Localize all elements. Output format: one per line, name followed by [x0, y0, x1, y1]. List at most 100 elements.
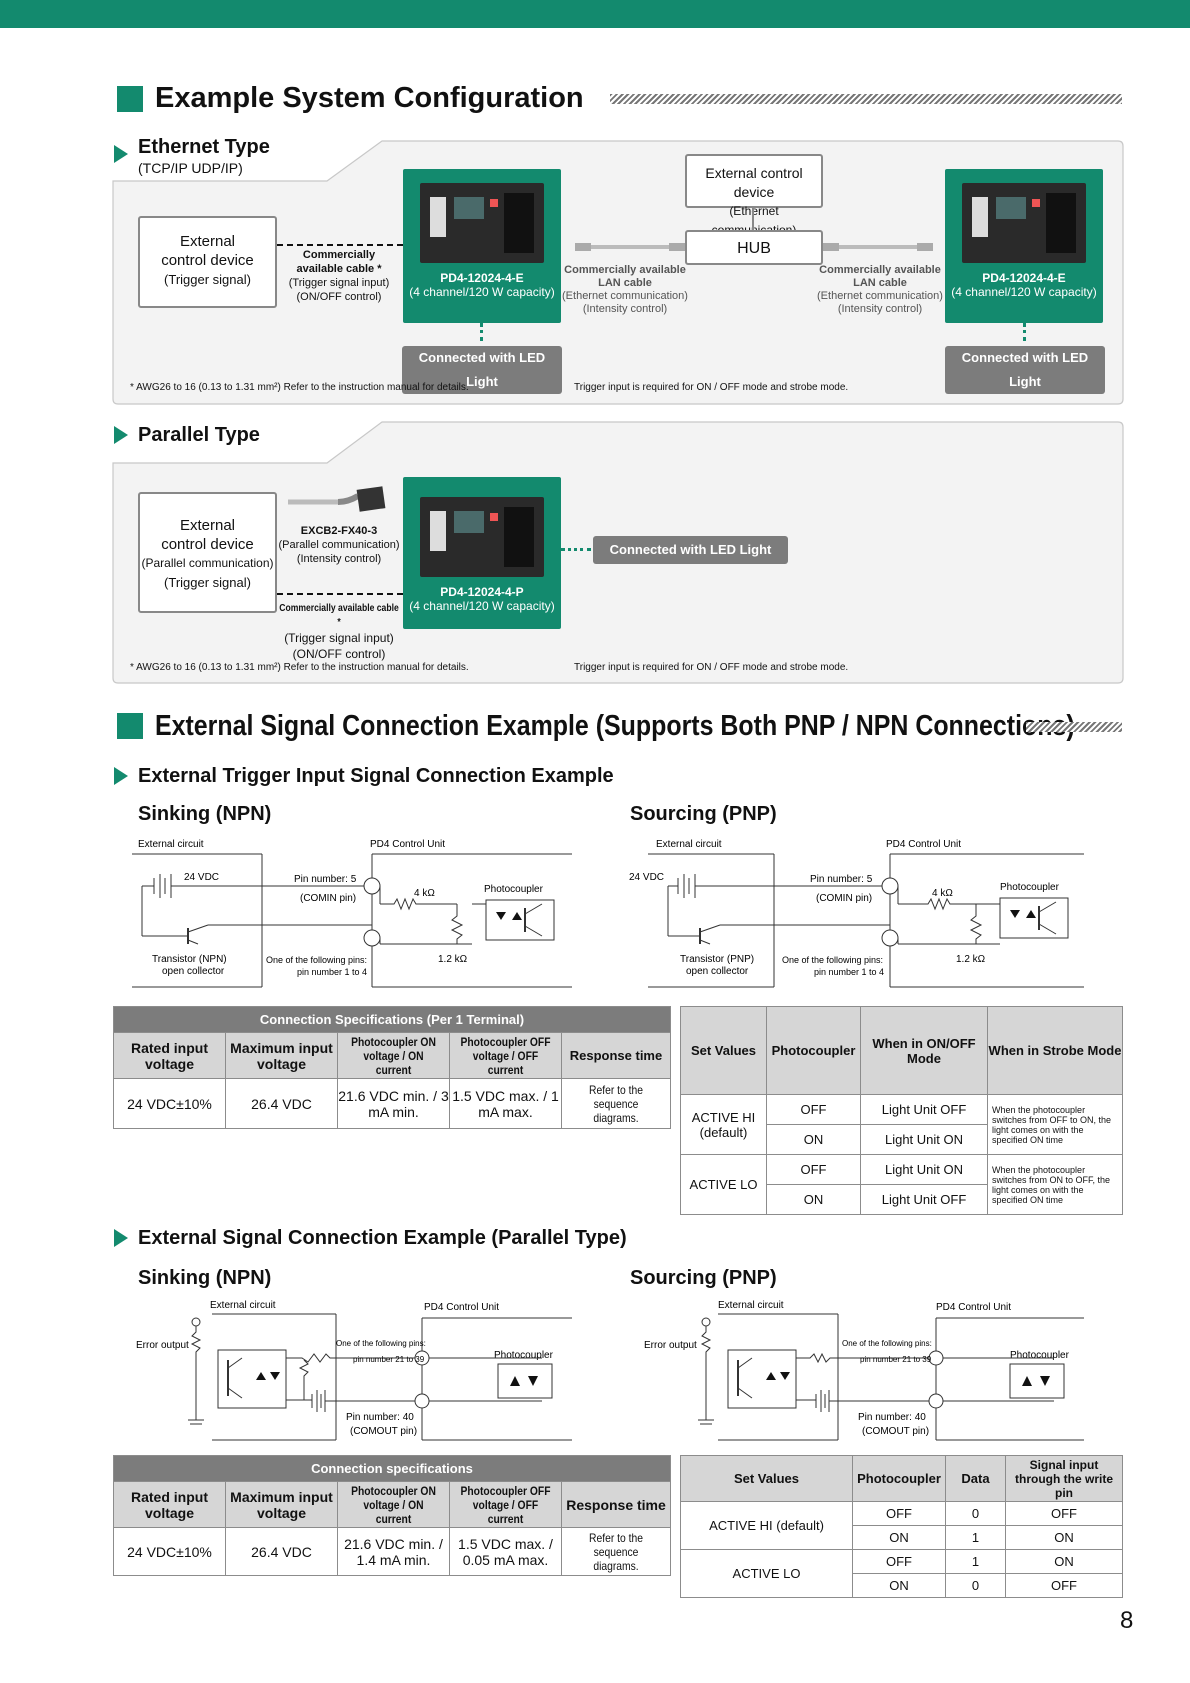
table-header: Photocoupler ON voltage / ON current	[337, 1032, 450, 1079]
table-cell: ON	[1005, 1549, 1123, 1574]
svg-text:Transistor (PNP): Transistor (PNP)	[680, 954, 754, 965]
svg-text:External circuit: External circuit	[718, 1300, 784, 1311]
table-cell: ACTIVE LO	[680, 1154, 767, 1215]
svg-text:One of the following pins:: One of the following pins:	[782, 955, 883, 965]
table-cell: 21.6 VDC min. / 3 mA min.	[337, 1078, 450, 1129]
section-title-signal: External Signal Connection Example (Supp…	[155, 710, 1075, 742]
table-cell: 1.5 VDC max. / 1 mA max.	[449, 1078, 562, 1129]
led-connector-parallel	[561, 548, 591, 551]
table-caption: Connection specifications	[113, 1455, 671, 1482]
parallel-cable-label: EXCB2-FX40-3 (Parallel communication) (I…	[278, 525, 400, 565]
controller-image	[420, 497, 544, 577]
svg-text:External circuit: External circuit	[138, 839, 204, 850]
svg-text:Pin number: 40: Pin number: 40	[346, 1412, 414, 1423]
ethernet-title: Ethernet Type	[138, 136, 270, 158]
led-label-left: Connected with LED Light	[402, 346, 562, 394]
npn-trigger-circuit: External circuit PD4 Control Unit 24 VDC…	[132, 839, 572, 988]
svg-text:(COMOUT pin): (COMOUT pin)	[862, 1426, 929, 1437]
table-cell: OFF	[766, 1154, 861, 1185]
table-header: Response time	[561, 1032, 671, 1079]
ethernet-panel	[112, 140, 1124, 405]
trigger-title: External Trigger Input Signal Connection…	[138, 765, 614, 787]
table-cell: ON	[1005, 1525, 1123, 1550]
pnp-parallel-circuit: External circuit PD4 Control Unit Error …	[644, 1300, 1084, 1441]
sourcing-pnp-title: Sourcing (PNP)	[630, 803, 777, 825]
parallel-set-values-table: Set Values Photocoupler Data Signal inpu…	[680, 1455, 1123, 1598]
table-cell: ON	[852, 1525, 946, 1550]
table-cell: ACTIVE HI (default)	[680, 1094, 767, 1155]
parallel-spec-table: Connection specifications Rated input vo…	[113, 1455, 671, 1576]
trigger-set-values-table: Set Values Photocoupler When in ON/OFF M…	[680, 1006, 1123, 1215]
table-cell: 26.4 VDC	[225, 1078, 338, 1129]
sinking-npn-title: Sinking (NPN)	[138, 803, 272, 825]
table-cell: When the photocoupler switches from OFF …	[987, 1094, 1123, 1155]
svg-text:PD4 Control Unit: PD4 Control Unit	[370, 839, 445, 850]
controller-image	[420, 183, 544, 263]
hub-box: HUB	[685, 230, 823, 265]
lan-cable-right-icon	[823, 243, 933, 251]
table-cell: 26.4 VDC	[225, 1527, 338, 1576]
table-cell: 1	[945, 1549, 1006, 1574]
table-header: When in ON/OFF Mode	[860, 1006, 988, 1095]
section-hatch	[1026, 722, 1122, 732]
table-cell: ACTIVE HI (default)	[680, 1501, 853, 1550]
svg-text:(COMIN pin): (COMIN pin)	[300, 893, 356, 904]
table-cell: OFF	[852, 1549, 946, 1574]
top-accent-bar	[0, 0, 1190, 28]
svg-text:One of the following pins:: One of the following pins:	[266, 955, 367, 965]
svg-text:1.2 kΩ: 1.2 kΩ	[438, 954, 468, 965]
table-cell: Refer to the sequence diagrams.	[561, 1078, 671, 1129]
table-cell: Refer to the sequence diagrams.	[561, 1527, 671, 1576]
parallel-signal-title: External Signal Connection Example (Para…	[138, 1227, 627, 1249]
svg-text:Transistor (NPN): Transistor (NPN)	[152, 954, 227, 965]
table-header: Data	[945, 1455, 1006, 1502]
ethernet-subtitle: (TCP/IP UDP/IP)	[138, 160, 243, 176]
npn-parallel-circuit: External circuit PD4 Control Unit Error …	[136, 1300, 572, 1441]
svg-text:Photocoupler: Photocoupler	[484, 884, 544, 895]
table-header: Maximum input voltage	[225, 1032, 338, 1079]
table-cell: Light Unit OFF	[860, 1184, 988, 1215]
svg-text:PD4 Control Unit: PD4 Control Unit	[936, 1302, 1011, 1313]
svg-text:pin number 21 to 39: pin number 21 to 39	[353, 1355, 425, 1364]
table-cell: ON	[852, 1573, 946, 1598]
table-cell: Light Unit OFF	[860, 1094, 988, 1125]
table-cell: 1.5 VDC max. / 0.05 mA max.	[449, 1527, 562, 1576]
pd4-unit-right: PD4-12024-4-E (4 channel/120 W capacity)	[945, 169, 1103, 323]
svg-text:External circuit: External circuit	[656, 839, 722, 850]
table-header: Photocoupler	[852, 1455, 946, 1502]
svg-text:Pin number: 5: Pin number: 5	[294, 874, 357, 885]
svg-text:open collector: open collector	[686, 966, 749, 977]
parallel-trigger-note: Trigger input is required for ON / OFF m…	[574, 662, 849, 673]
svg-text:Photocoupler: Photocoupler	[494, 1350, 554, 1361]
parallel-trigger-cable-label: Commercially available cable * (Trigger …	[279, 603, 399, 661]
led-label-right: Connected with LED Light	[945, 346, 1105, 394]
table-cell: ON	[766, 1124, 861, 1155]
trigger-cable-line	[277, 244, 403, 246]
ethernet-footnote: * AWG26 to 16 (0.13 to 1.31 mm²) Refer t…	[130, 382, 469, 393]
table-header: Maximum input voltage	[225, 1481, 338, 1528]
pd4-unit-parallel: PD4-12024-4-P (4 channel/120 W capacity)	[403, 477, 561, 629]
table-header: When in Strobe Mode	[987, 1006, 1123, 1095]
svg-text:PD4 Control Unit: PD4 Control Unit	[886, 839, 961, 850]
table-header: Set Values	[680, 1006, 767, 1095]
table-header: Set Values	[680, 1455, 853, 1502]
table-cell: OFF	[1005, 1573, 1123, 1598]
table-cell: ON	[766, 1184, 861, 1215]
svg-text:1.2 kΩ: 1.2 kΩ	[956, 954, 986, 965]
table-cell: Light Unit ON	[860, 1154, 988, 1185]
svg-text:External circuit: External circuit	[210, 1300, 276, 1311]
subsection-marker	[114, 767, 128, 785]
table-cell: 0	[945, 1501, 1006, 1526]
svg-text:One of the following pins:: One of the following pins:	[336, 1339, 426, 1348]
table-cell: 21.6 VDC min. / 1.4 mA min.	[337, 1527, 450, 1576]
table-header: Rated input voltage	[113, 1481, 226, 1528]
table-cell: OFF	[766, 1094, 861, 1125]
table-cell: 24 VDC±10%	[113, 1527, 226, 1576]
subsection-marker	[114, 1229, 128, 1247]
svg-text:PD4 Control Unit: PD4 Control Unit	[424, 1302, 499, 1313]
section-hatch	[610, 94, 1122, 104]
svg-text:Photocoupler: Photocoupler	[1010, 1350, 1070, 1361]
section-marker	[117, 86, 143, 112]
table-cell: OFF	[1005, 1501, 1123, 1526]
svg-text:pin number 1 to 4: pin number 1 to 4	[297, 967, 367, 977]
